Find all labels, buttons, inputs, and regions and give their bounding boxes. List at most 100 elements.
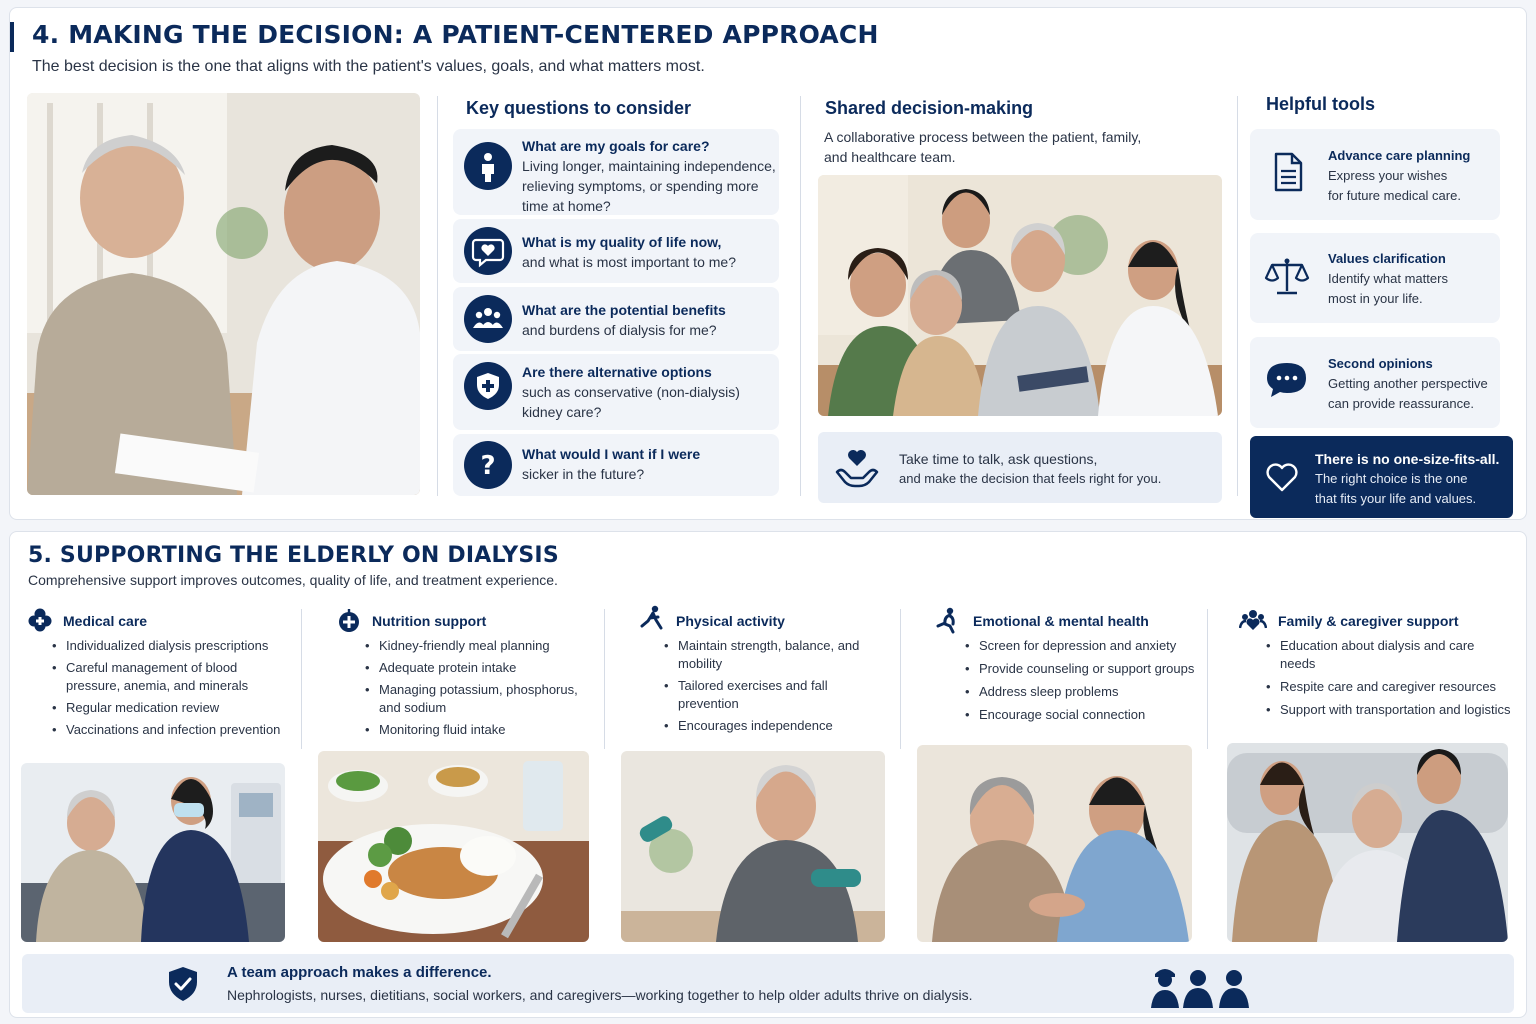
list-item: Tailored exercises and fall prevention xyxy=(664,677,884,713)
tool-line: Getting another perspective xyxy=(1328,376,1488,391)
chat-icon xyxy=(1264,357,1310,403)
list-item: Regular medication review xyxy=(52,699,282,717)
divider xyxy=(301,609,302,749)
section5-subtitle: Comprehensive support improves outcomes,… xyxy=(28,572,558,588)
question-bold: What are my goals for care? xyxy=(522,138,710,154)
shared-note-line1: Take time to talk, ask questions, xyxy=(899,451,1098,467)
support-title: Emotional & mental health xyxy=(973,613,1149,629)
question-card: Are there alternative options such as co… xyxy=(453,354,779,430)
list-item: Provide counseling or support groups xyxy=(965,660,1205,678)
support-list: Kidney-friendly meal planning Adequate p… xyxy=(365,637,595,743)
list-item: Address sleep problems xyxy=(965,683,1205,701)
list-item: Encourages independence xyxy=(664,717,884,735)
support-list: Maintain strength, balance, and mobility… xyxy=(664,637,884,739)
team-title: A team approach makes a difference. xyxy=(227,964,492,981)
question-card: What are the potential benefits and burd… xyxy=(453,287,779,351)
shared-note: Take time to talk, ask questions, and ma… xyxy=(818,432,1222,503)
support-list: Individualized dialysis prescriptions Ca… xyxy=(52,637,282,743)
question-bold: What are the potential benefits xyxy=(522,302,726,318)
divider xyxy=(604,609,605,749)
team-approach-bar: A team approach makes a difference. Neph… xyxy=(22,954,1514,1013)
heart-outline-icon xyxy=(1262,457,1302,497)
support-title: Family & caregiver support xyxy=(1278,613,1459,629)
list-item: Screen for depression and anxiety xyxy=(965,637,1205,655)
question-text: Living longer, maintaining independence,… xyxy=(522,158,776,214)
document-icon xyxy=(1264,149,1310,195)
list-item: Careful management of blood pressure, an… xyxy=(52,659,282,695)
list-item: Managing potassium, phosphorus, and sodi… xyxy=(365,681,595,717)
shared-title: Shared decision-making xyxy=(825,98,1034,118)
list-item: Education about dialysis and care needs xyxy=(1266,637,1511,673)
clover-icon xyxy=(26,606,54,634)
question-bold: Are there alternative options xyxy=(522,364,712,380)
question-card: ? What would I want if I were sicker in … xyxy=(453,434,779,496)
tool-title: Values clarification xyxy=(1328,251,1446,266)
question-text: and what is most important to me? xyxy=(522,254,736,270)
question-text: and burdens of dialysis for me? xyxy=(522,322,717,338)
no-one-size-callout: There is no one-size-fits-all. The right… xyxy=(1250,436,1513,518)
question-bold: What would I want if I were xyxy=(522,446,701,462)
callout-title: There is no one-size-fits-all. xyxy=(1315,451,1500,467)
divider xyxy=(800,96,801,496)
exercise-photo xyxy=(621,751,885,942)
divider xyxy=(437,96,438,496)
tool-line: most in your life. xyxy=(1328,291,1423,306)
tool-card: Advance care planning Express your wishe… xyxy=(1250,129,1500,220)
support-panel: 5. SUPPORTING THE ELDERLY ON DIALYSIS Co… xyxy=(9,531,1527,1018)
scales-icon xyxy=(1264,253,1310,299)
support-list: Screen for depression and anxiety Provid… xyxy=(965,637,1205,728)
mental-health-icon xyxy=(934,606,962,634)
list-item: Kidney-friendly meal planning xyxy=(365,637,595,655)
tool-title: Advance care planning xyxy=(1328,148,1471,163)
question-card: What are my goals for care? Living longe… xyxy=(453,129,779,215)
shield-plus-icon xyxy=(464,362,512,410)
question-text: such as conservative (non-dialysis) kidn… xyxy=(522,384,740,420)
list-item: Maintain strength, balance, and mobility xyxy=(664,637,884,673)
tool-line: for future medical care. xyxy=(1328,188,1461,203)
list-item: Individualized dialysis prescriptions xyxy=(52,637,282,655)
team-people-icon xyxy=(1150,964,1262,1008)
support-title: Nutrition support xyxy=(372,613,487,629)
tool-line: Express your wishes xyxy=(1328,168,1448,183)
divider xyxy=(1237,96,1238,496)
question-bold: What is my quality of life now, xyxy=(522,234,722,250)
callout-line: that fits your life and values. xyxy=(1315,491,1477,506)
section5-title: 5. SUPPORTING THE ELDERLY ON DIALYSIS xyxy=(28,543,559,568)
dialysis-care-photo xyxy=(21,763,285,942)
family-support-photo xyxy=(1227,743,1508,942)
support-list: Education about dialysis and care needs … xyxy=(1266,637,1511,723)
team-text: Nephrologists, nurses, dietitians, socia… xyxy=(227,987,973,1003)
accent-bar xyxy=(10,22,14,52)
question-icon: ? xyxy=(464,441,512,489)
tool-card: Values clarification Identify what matte… xyxy=(1250,233,1500,323)
divider xyxy=(900,609,901,749)
meal-photo xyxy=(318,751,589,942)
svg-text:?: ? xyxy=(480,451,495,481)
support-title: Medical care xyxy=(63,613,148,629)
tool-card: Second opinions Getting another perspect… xyxy=(1250,337,1500,428)
list-item: Encourage social connection xyxy=(965,706,1205,724)
tool-title: Second opinions xyxy=(1328,356,1433,371)
question-text: sicker in the future? xyxy=(522,466,645,482)
shield-check-icon xyxy=(164,964,202,1004)
section4-title: 4. MAKING THE DECISION: A PATIENT-CENTER… xyxy=(32,20,879,49)
list-item: Monitoring fluid intake xyxy=(365,721,595,739)
doctor-patient-photo xyxy=(27,93,420,495)
heart-bubble-icon xyxy=(464,227,512,275)
section4-subtitle: The best decision is the one that aligns… xyxy=(32,58,705,75)
group-icon xyxy=(464,295,512,343)
nutrition-icon xyxy=(335,606,363,634)
question-card: What is my quality of life now, and what… xyxy=(453,219,779,283)
support-title: Physical activity xyxy=(676,613,785,629)
decision-panel: 4. MAKING THE DECISION: A PATIENT-CENTER… xyxy=(9,7,1527,520)
tools-title: Helpful tools xyxy=(1266,94,1375,114)
caregiver-icon xyxy=(1239,606,1267,634)
person-icon xyxy=(464,142,512,190)
list-item: Vaccinations and infection prevention xyxy=(52,721,282,739)
activity-icon xyxy=(638,604,666,632)
list-item: Adequate protein intake xyxy=(365,659,595,677)
list-item: Respite care and caregiver resources xyxy=(1266,678,1511,696)
heart-hands-icon xyxy=(833,444,881,492)
list-item: Support with transportation and logistic… xyxy=(1266,701,1511,719)
questions-title: Key questions to consider xyxy=(466,98,692,118)
